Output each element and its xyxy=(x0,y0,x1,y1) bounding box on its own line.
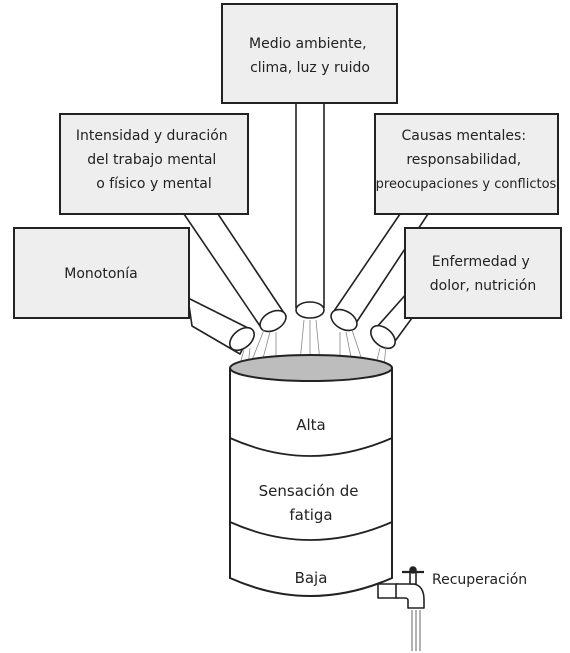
svg-text:Intensidad y duración de: Intensidad y duración del trabajo mental… xyxy=(76,128,232,192)
tap-label-recuperacion: Recuperación xyxy=(432,572,527,588)
water-stream xyxy=(411,610,421,651)
barrel-label-line: fatiga xyxy=(289,506,332,524)
barrel-label-sensacion: Sensación de fatiga xyxy=(259,482,364,524)
cause-label-line: Enfermedad y xyxy=(432,254,530,270)
cause-label-line: clima, luz y ruido xyxy=(250,60,370,76)
barrel-label-line: Sensación de xyxy=(259,482,359,500)
cause-box-causas-mentales: Causas mentales: responsabilidad, preocu… xyxy=(374,113,559,215)
cause-box-intensidad: Intensidad y duración del trabajo mental… xyxy=(59,113,249,215)
cause-label-line: Monotonía xyxy=(64,266,137,282)
cause-label-line: o físico y mental xyxy=(96,176,212,192)
cause-label-line: dolor, nutrición xyxy=(430,278,536,294)
cause-label-line: preocupaciones y conflictos xyxy=(376,177,557,192)
barrel-hoop-lower xyxy=(229,521,393,541)
barrel-label-alta: Alta xyxy=(296,416,326,434)
cause-label-line: responsabilidad, xyxy=(406,152,521,168)
pipe-medio-ambiente xyxy=(295,104,325,319)
cause-label-line: Medio ambiente, xyxy=(249,36,367,52)
barrel-label-baja: Baja xyxy=(295,569,328,587)
svg-text:Medio ambiente, clima, l: Medio ambiente, clima, luz y ruido xyxy=(249,36,371,76)
cause-label-line: Intensidad y duración xyxy=(76,128,228,144)
svg-text:Causas mentales: respons: Causas mentales: responsabilidad, preocu… xyxy=(376,128,557,192)
barrel-hoop-upper xyxy=(229,437,393,457)
cause-box-enfermedad: Enfermedad y dolor, nutrición xyxy=(404,227,562,319)
pipe-monotonia xyxy=(187,297,255,355)
cause-box-medio-ambiente: Medio ambiente, clima, luz y ruido xyxy=(221,3,398,104)
cause-label-line: Causas mentales: xyxy=(401,128,526,144)
cause-box-monotonia: Monotonía xyxy=(13,227,190,319)
pipe-enfermedad xyxy=(370,291,413,350)
svg-text:Monotonía: Monotonía xyxy=(64,266,137,282)
cause-label-line: del trabajo mental xyxy=(87,152,216,168)
barrel xyxy=(229,354,393,597)
svg-text:Enfermedad y dolor, nutr: Enfermedad y dolor, nutrición xyxy=(430,254,536,294)
barrel-top xyxy=(229,354,393,382)
tap-icon xyxy=(377,566,425,609)
